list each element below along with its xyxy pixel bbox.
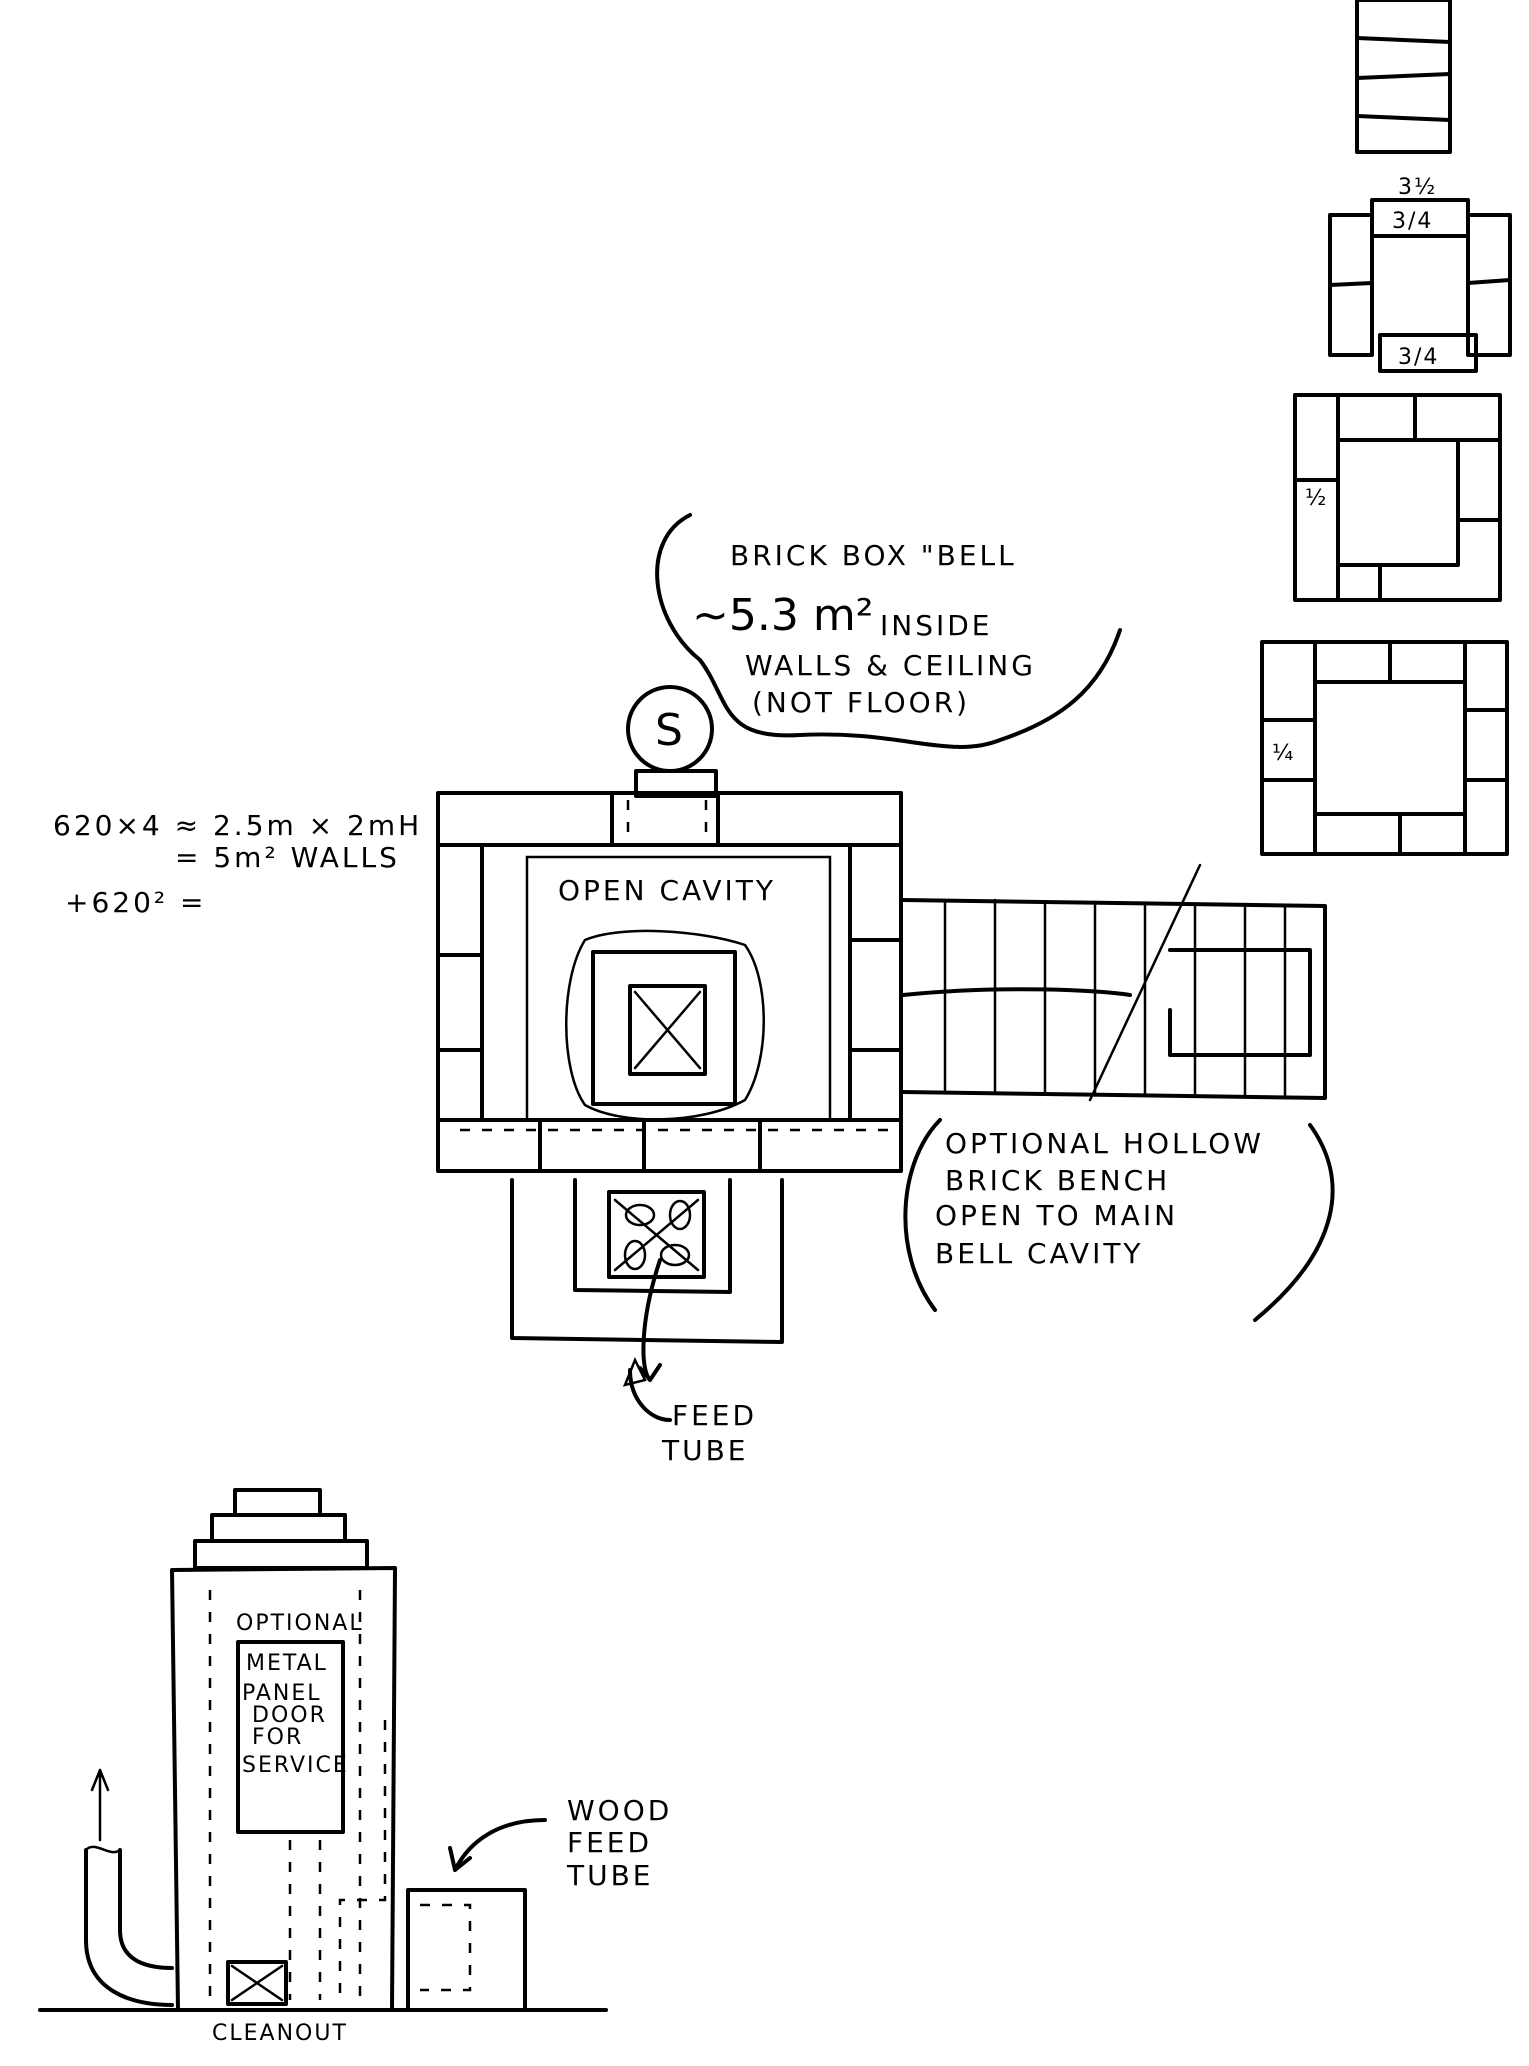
- course2-above-label: 3½: [1398, 175, 1437, 200]
- bench-note-line-3: OPEN TO MAIN: [935, 1199, 1178, 1232]
- door-label-2: METAL: [246, 1651, 328, 1676]
- brick-course-1: [1355, 0, 1452, 154]
- brick-course-2: 3/4 3/4 3½: [1328, 175, 1512, 373]
- bench-note: OPTIONAL HOLLOW BRICK BENCH OPEN TO MAIN…: [903, 1118, 1335, 1322]
- bell-note-title: BRICK BOX "BELL: [730, 539, 1017, 572]
- wood-feed-label-2: FEED: [567, 1826, 652, 1859]
- wood-feed-label-3: TUBE: [566, 1859, 654, 1892]
- course2-top-label: 3/4: [1392, 209, 1433, 234]
- bell-note-area-suffix: INSIDE: [880, 609, 993, 642]
- door-label-3: PANEL: [242, 1681, 322, 1706]
- bell-note-line-3: (NOT FLOOR): [752, 686, 970, 719]
- service-door: [236, 1640, 345, 1834]
- door-label-6: SERVICE: [242, 1753, 349, 1778]
- cleanout-label: CLEANOUT: [212, 2021, 348, 2046]
- riser-box: [628, 984, 707, 1076]
- bench-note-line-2: BRICK BENCH: [945, 1164, 1170, 1197]
- calc-line-1: 620×4 ≈ 2.5m × 2mH: [53, 809, 422, 842]
- feed-label-2: TUBE: [661, 1434, 749, 1467]
- bell-note-line-2: WALLS & CEILING: [745, 649, 1036, 682]
- open-cavity: [525, 855, 832, 1122]
- chimney-label: S: [655, 705, 683, 756]
- elevation-view: OPTIONAL METAL PANEL DOOR FOR SERVICE CL…: [38, 1488, 672, 2046]
- bench-note-line-4: BELL CAVITY: [935, 1237, 1144, 1270]
- course3-mark: ½: [1305, 486, 1328, 511]
- door-label-1: OPTIONAL: [236, 1611, 364, 1636]
- bell-note-area: ~5.3 m²: [692, 590, 873, 641]
- bench-note-line-1: OPTIONAL HOLLOW: [945, 1127, 1264, 1160]
- course4-mark: ¼: [1272, 741, 1295, 766]
- door-label-4: DOOR: [252, 1703, 327, 1728]
- bell-outer-wall: [436, 791, 903, 1173]
- firebox-core: [591, 950, 737, 1106]
- course2-bottom-label: 3/4: [1398, 345, 1439, 370]
- area-calculation: 620×4 ≈ 2.5m × 2mH = 5m² WALLS +620² =: [53, 809, 422, 919]
- cleanout-door: [226, 1960, 288, 2006]
- plan-view: S OPEN CAVITY FEED TUBE: [436, 685, 1327, 1467]
- cavity-label: OPEN CAVITY: [558, 874, 776, 907]
- calc-line-2: = 5m² WALLS: [175, 841, 400, 874]
- brick-course-4: ¼: [1260, 640, 1509, 856]
- wood-feed-label-1: WOOD: [567, 1794, 672, 1827]
- bell-note: BRICK BOX "BELL ~5.3 m² INSIDE WALLS & C…: [655, 513, 1122, 749]
- brick-course-3: ½: [1293, 393, 1502, 602]
- feed-label-1: FEED: [672, 1399, 757, 1432]
- calc-line-3: +620² =: [65, 886, 207, 919]
- door-label-5: FOR: [252, 1725, 303, 1750]
